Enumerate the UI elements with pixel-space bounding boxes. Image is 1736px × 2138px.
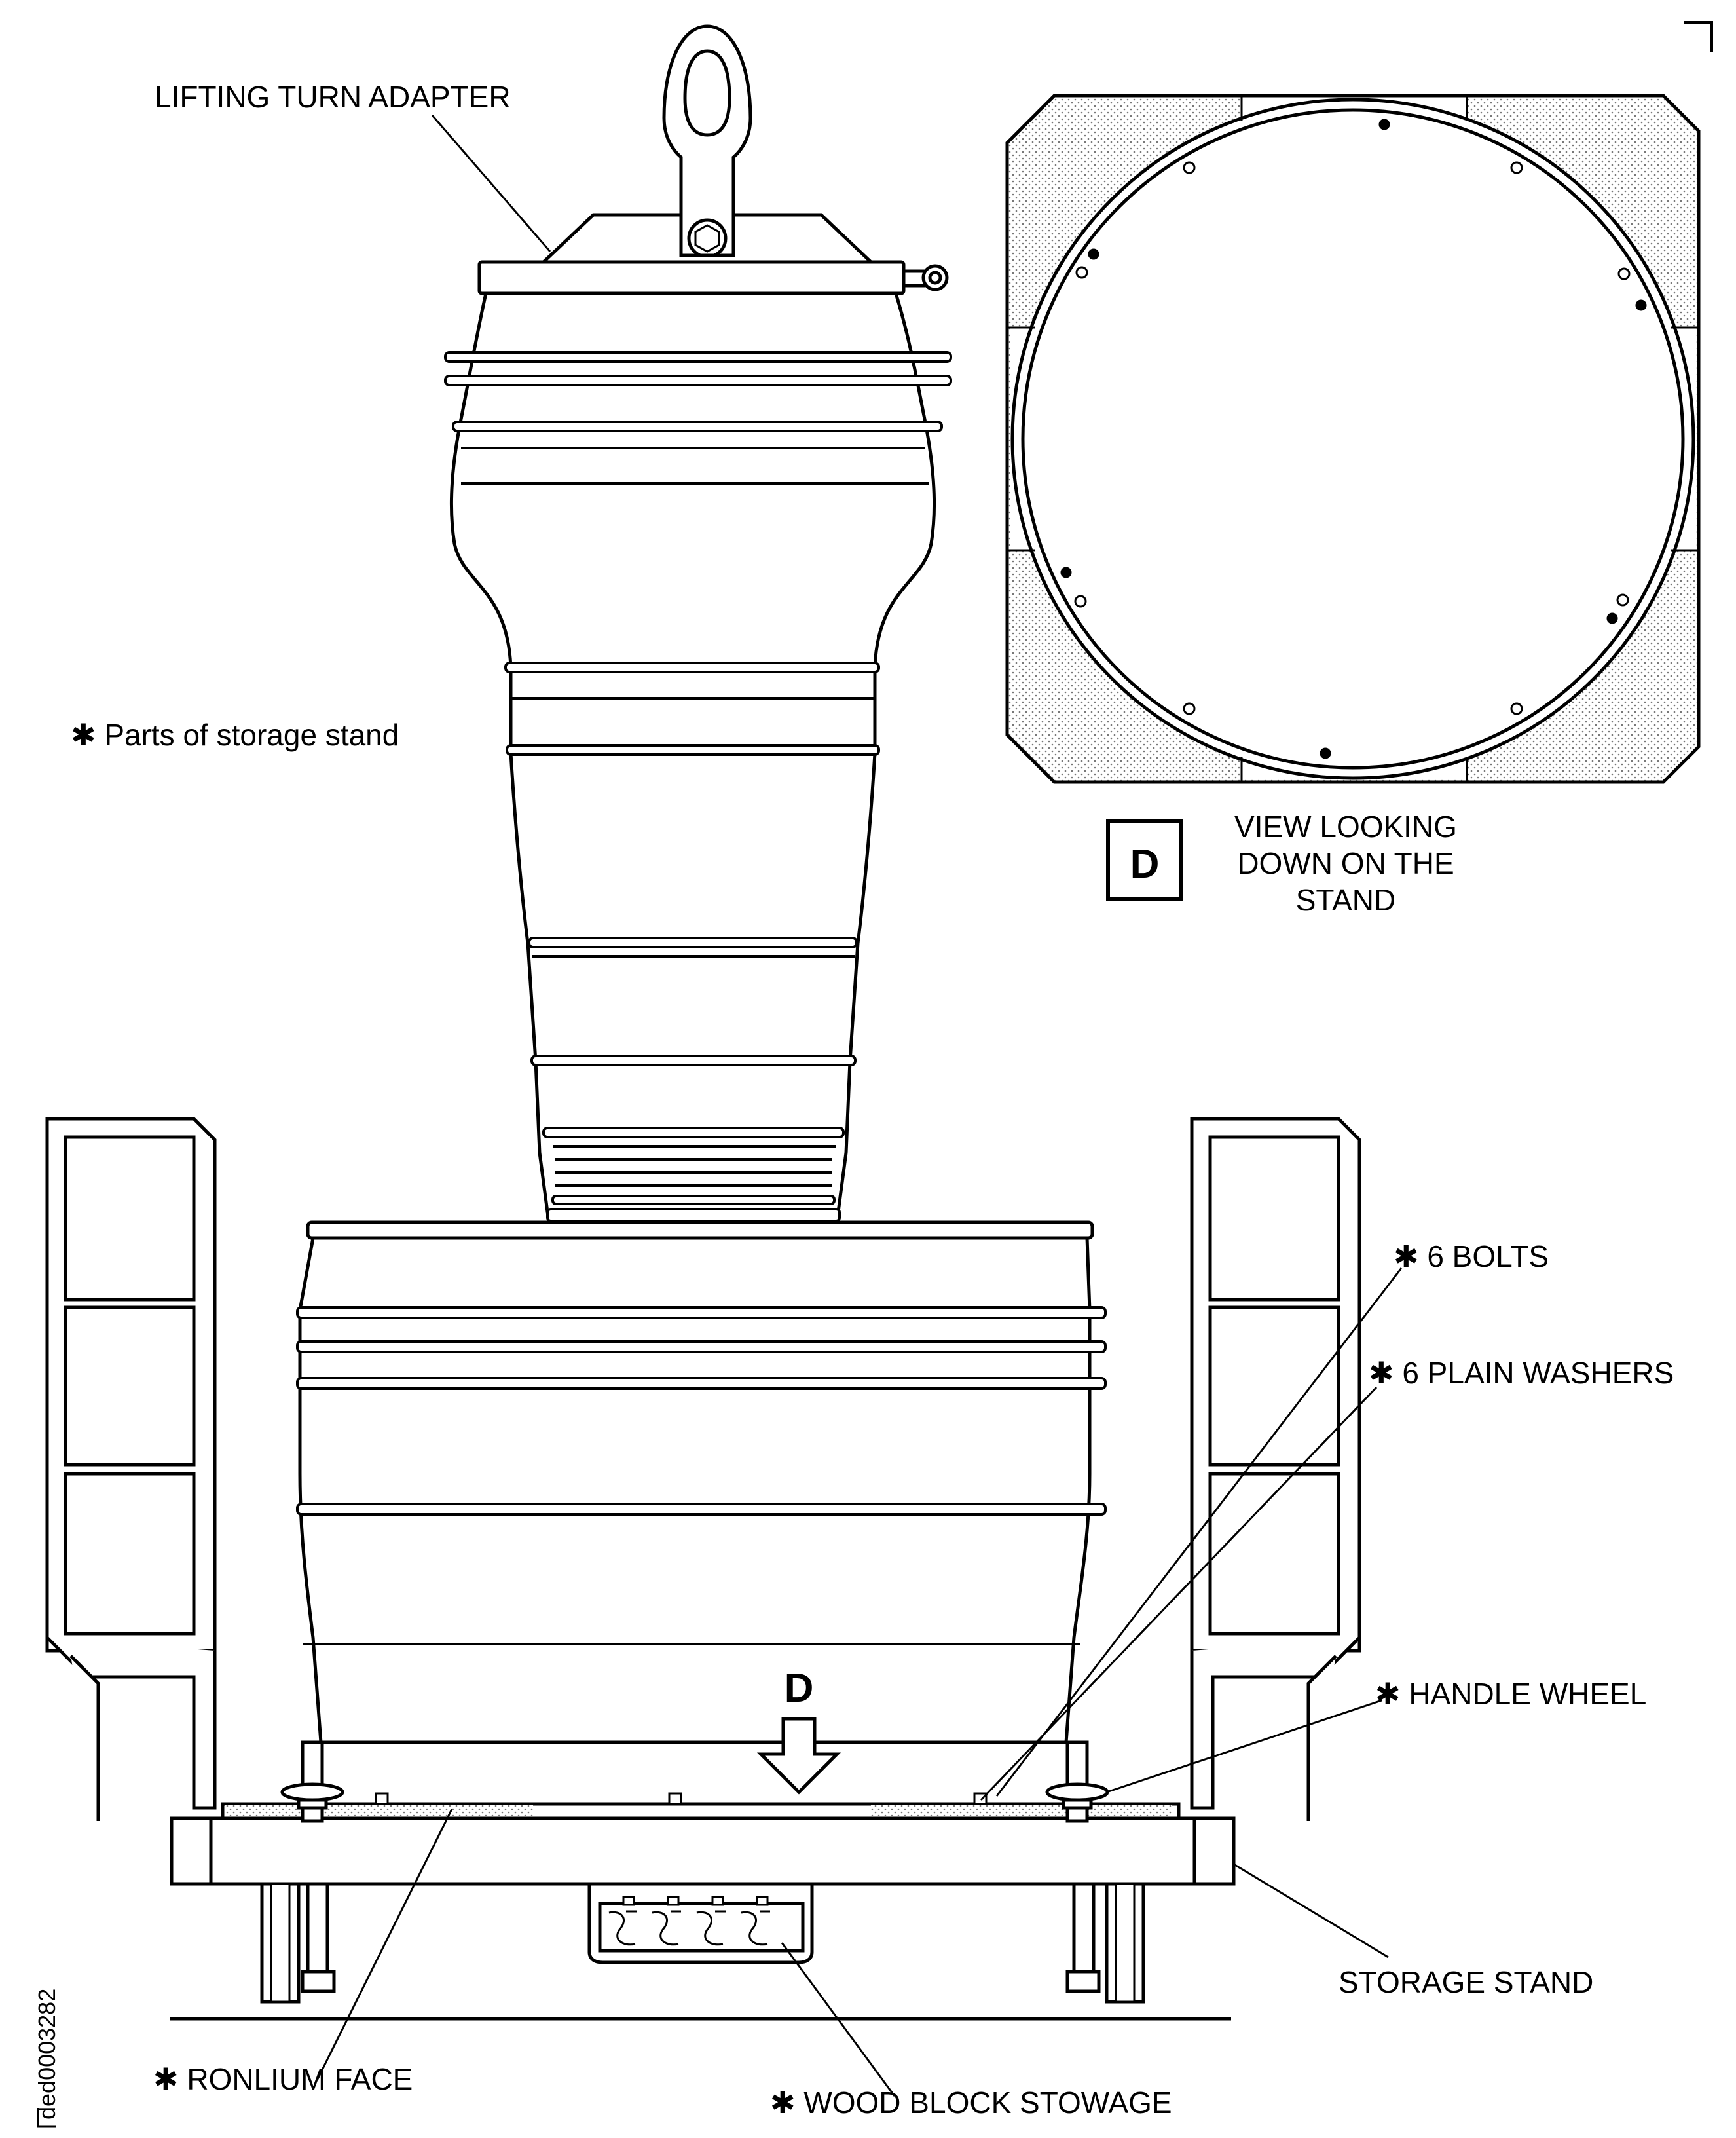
figure-id-mark bbox=[37, 2108, 56, 2128]
view-d-badge bbox=[1106, 819, 1183, 901]
view-d-letter: D bbox=[1130, 842, 1160, 887]
label-parts-note: ✱ Parts of storage stand bbox=[71, 718, 399, 752]
leader-lines bbox=[316, 115, 1403, 2097]
label-wood-block-stowage: ✱ WOOD BLOCK STOWAGE bbox=[770, 2086, 1172, 2120]
label-ronlium-face: ✱ RONLIUM FACE bbox=[153, 2062, 413, 2096]
figure-id: ded0003282 bbox=[33, 1989, 60, 2120]
fan-case bbox=[296, 1220, 1107, 1744]
view-d-top-plan bbox=[1005, 94, 1701, 784]
view-d-caption-line2: DOWN ON THE bbox=[1237, 846, 1454, 880]
label-plain-washers: ✱ 6 PLAIN WASHERS bbox=[1369, 1356, 1674, 1390]
bolt-holes-view bbox=[1060, 119, 1647, 759]
label-lifting-turn-adapter: LIFTING TURN ADAPTER bbox=[155, 80, 511, 114]
label-bolts: ✱ 6 BOLTS bbox=[1394, 1239, 1549, 1273]
view-d-arrow bbox=[756, 1717, 841, 1795]
label-storage-stand: STORAGE STAND bbox=[1339, 1965, 1593, 1999]
engine-casing bbox=[444, 291, 952, 1222]
lifting-turn-adapter bbox=[477, 24, 949, 295]
corner-mark bbox=[1684, 21, 1713, 52]
label-handle-wheel: ✱ HANDLE WHEEL bbox=[1375, 1677, 1646, 1711]
arrow-letter: D bbox=[785, 1666, 814, 1711]
view-d-caption-line3: STAND bbox=[1296, 883, 1396, 917]
storage-stand bbox=[45, 1117, 1361, 2021]
view-d-caption-line1: VIEW LOOKING bbox=[1234, 810, 1457, 844]
